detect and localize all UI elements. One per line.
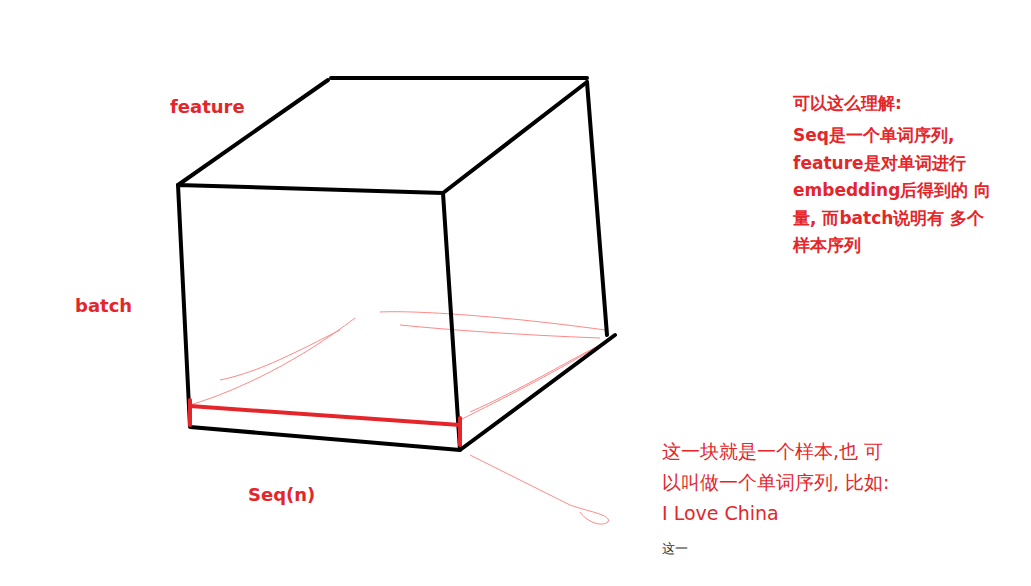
note-body: Seq是一个单词序列, feature是对单词进行 embedding后得到的 … xyxy=(793,122,1001,260)
sample-note: 这一块就是一个样本,也 可以叫做一个单词序列, 比如: I Love China xyxy=(662,436,897,529)
axis-label: Seq(n) xyxy=(248,484,315,505)
axis-label: feature xyxy=(170,96,245,117)
note-heading: 可以这么理解: xyxy=(793,90,902,117)
stray-note: 这一 xyxy=(662,540,688,558)
axis-label: batch xyxy=(75,295,132,316)
